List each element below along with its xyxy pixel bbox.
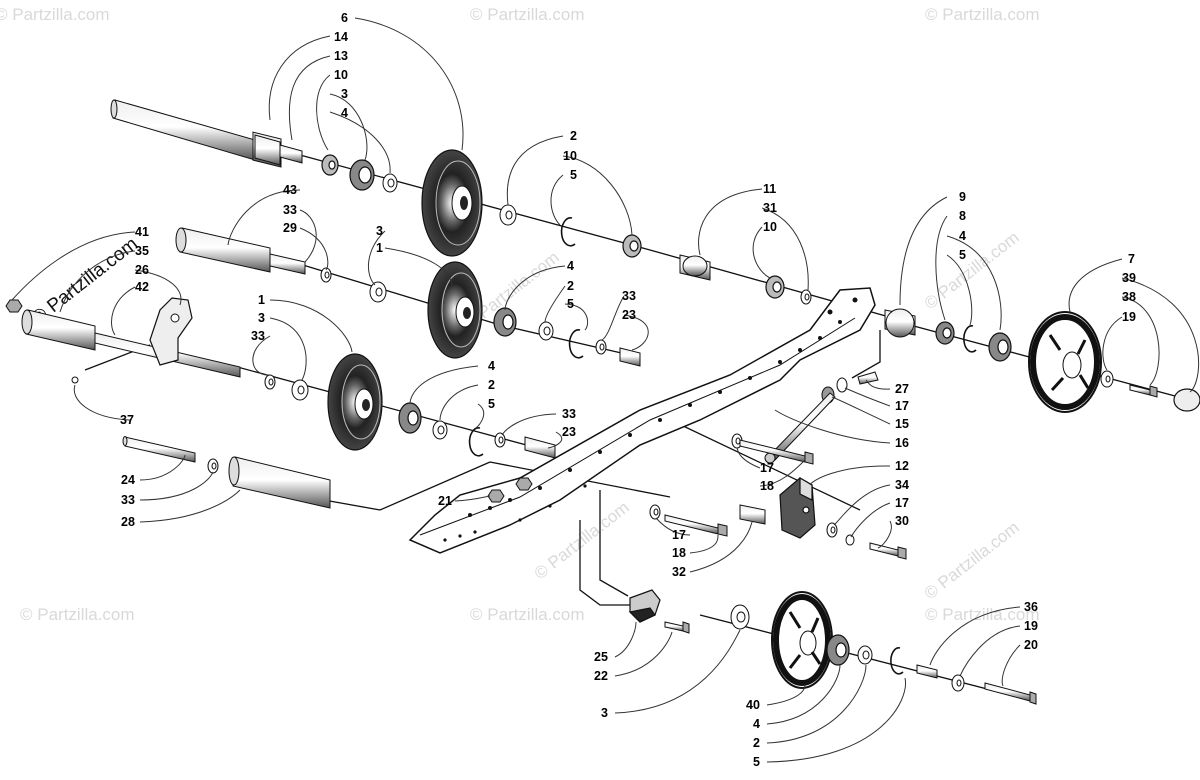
callout-label: 41: [135, 225, 149, 239]
snap-rings: [468, 217, 977, 675]
callout-label: 6: [341, 11, 348, 25]
callout-label: 4: [488, 359, 495, 373]
bolts: [5, 299, 1158, 705]
callout-label: 39: [1122, 271, 1136, 285]
callout-label: 28: [121, 515, 135, 529]
top-shaft: [110, 99, 303, 168]
callout-label: 17: [895, 496, 909, 510]
callout-label: 42: [135, 280, 149, 294]
callout-label: 29: [283, 221, 297, 235]
callout-label: 4: [567, 259, 574, 273]
callout-label: 24: [121, 473, 135, 487]
watermark: © Partzilla.com: [921, 518, 1023, 604]
callout-label: 16: [895, 436, 909, 450]
washers: [207, 173, 1114, 692]
callout-label: 5: [567, 297, 574, 311]
callout-label: 19: [1122, 310, 1136, 324]
callout-label: 4: [959, 229, 966, 243]
watermark: © Partzilla.com: [470, 605, 585, 624]
callout-label: 3: [601, 706, 608, 720]
callout-label: 40: [746, 698, 760, 712]
callout-label: 18: [760, 479, 774, 493]
callout-label: 1: [376, 241, 383, 255]
watermark: © Partzilla.com: [20, 605, 135, 624]
watermark: © Partzilla.com: [531, 498, 633, 584]
callout-label: 37: [120, 413, 134, 427]
callout-label: 23: [562, 425, 576, 439]
callout-label: 2: [488, 378, 495, 392]
watermark: © Partzilla.com: [925, 5, 1040, 24]
callout-label: 4: [341, 106, 348, 120]
spoked-wheel-lower: [771, 591, 833, 689]
callout-label: 1: [258, 293, 265, 307]
callout-label: 30: [895, 514, 909, 528]
callout-label: 10: [334, 68, 348, 82]
stop-blocks: [628, 388, 1200, 623]
callout-label: 21: [438, 494, 452, 508]
callout-label: 35: [135, 244, 149, 258]
callout-label: 5: [959, 248, 966, 262]
callout-label: 8: [959, 209, 966, 223]
callout-label: 33: [622, 289, 636, 303]
pivot-bracket: [71, 297, 193, 384]
watermark: © Partzilla.com: [470, 5, 585, 24]
callout-label: 32: [672, 565, 686, 579]
watermark-group: © Partzilla.com © Partzilla.com © Partzi…: [0, 5, 1040, 624]
callout-label: 7: [1128, 252, 1135, 266]
callout-label: 5: [570, 168, 577, 182]
callout-label: 33: [251, 329, 265, 343]
watermark: © Partzilla.com: [925, 605, 1040, 624]
callout-label: 4: [753, 717, 760, 731]
idler-wheel-middle: [427, 261, 483, 359]
callout-label: 17: [672, 528, 686, 542]
callout-label: 20: [1024, 638, 1038, 652]
callout-label: 34: [895, 478, 909, 492]
callout-label: 3: [376, 224, 383, 238]
callout-label: 26: [135, 263, 149, 277]
callout-label: 23: [622, 308, 636, 322]
callout-label: 33: [562, 407, 576, 421]
callout-label: 14: [334, 30, 348, 44]
callout-label: 15: [895, 417, 909, 431]
callout-label: 12: [895, 459, 909, 473]
callout-label: 3: [258, 311, 265, 325]
callout-label: 43: [283, 183, 297, 197]
callout-label: 18: [672, 546, 686, 560]
callout-label: 11: [763, 182, 776, 196]
callout-labels: 6 14 13 10 3 4 2 10 5 11 31 10 9 8 4 5 7…: [120, 11, 1136, 769]
callout-label: 5: [753, 755, 760, 769]
callout-label: 22: [594, 669, 608, 683]
callout-label: 13: [334, 49, 348, 63]
callout-label: 36: [1024, 600, 1038, 614]
callout-label: 10: [763, 220, 777, 234]
idler-wheel-lower: [327, 353, 383, 451]
callout-label: 2: [567, 279, 574, 293]
callout-label: 19: [1024, 619, 1038, 633]
callout-label: 31: [763, 201, 777, 215]
leader-lines: [11, 17, 1199, 763]
spoked-wheel-rear: [1028, 311, 1102, 413]
bearings: [321, 154, 1012, 666]
callout-label: 2: [753, 736, 760, 750]
callout-label: 9: [959, 190, 966, 204]
callout-label: 38: [1122, 290, 1136, 304]
callout-label: 5: [488, 397, 495, 411]
idler-wheel-large: [421, 149, 483, 257]
callout-label: 3: [341, 87, 348, 101]
callout-label: 25: [594, 650, 608, 664]
callout-label: 17: [895, 399, 909, 413]
callout-label: 10: [563, 149, 577, 163]
callout-label: 33: [121, 493, 135, 507]
callout-label: 2: [570, 129, 577, 143]
callout-label: 17: [760, 461, 774, 475]
callout-label: 33: [283, 203, 297, 217]
watermark: © Partzilla.com: [0, 5, 110, 24]
callout-label: 27: [895, 382, 909, 396]
